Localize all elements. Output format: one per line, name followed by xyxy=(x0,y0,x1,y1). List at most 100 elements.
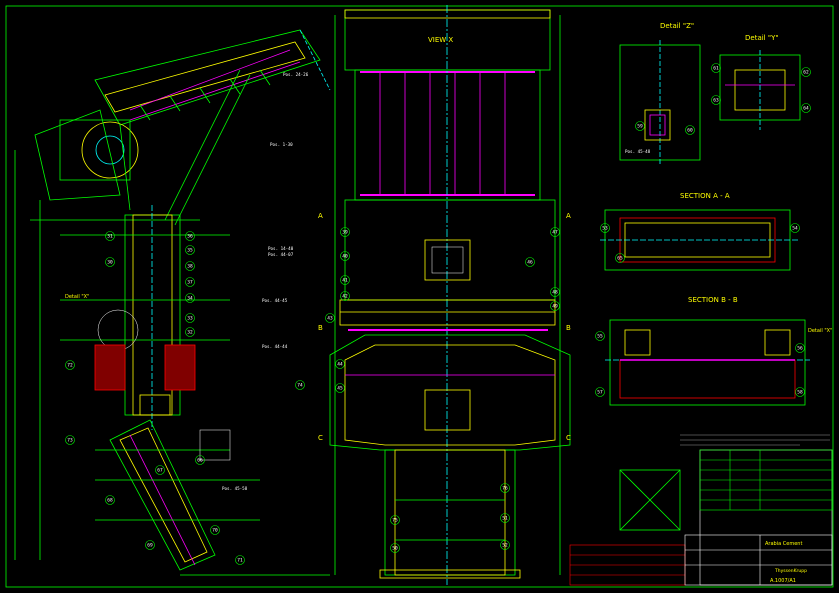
title-detail-x-right: Detail "X" xyxy=(808,328,832,334)
callout-bubble-circle xyxy=(105,495,115,505)
callout-bubble-number: 74 xyxy=(297,383,303,389)
callout-bubble-circle xyxy=(340,291,350,301)
callout-bubble-number: 72 xyxy=(67,363,73,369)
callout-bubble-circle xyxy=(185,231,195,241)
callout-bubble-number: 50 xyxy=(392,546,398,552)
callout-bubble-number: 43 xyxy=(327,316,333,322)
callout-bubble-number: 40 xyxy=(342,254,348,260)
callout-bubble-number: 49 xyxy=(552,304,558,310)
callout-bubble-number: 60 xyxy=(687,128,693,134)
callout-bubble-circle xyxy=(711,63,721,73)
callout-bubble-circle xyxy=(105,257,115,267)
tb-company: ThyssenKrupp xyxy=(774,568,807,574)
callout-bubble-circle xyxy=(550,301,560,311)
callout-bubble-number: 70 xyxy=(212,528,218,534)
callout-bubble-number: 30 xyxy=(107,260,113,266)
callout-bubble-number: 36 xyxy=(187,234,193,240)
callout-bubble-number: 32 xyxy=(187,330,193,336)
notes-block xyxy=(680,434,830,446)
callout-bubble-circle xyxy=(615,253,625,263)
tb-drawing-no: A.1007/A1 xyxy=(770,578,796,584)
drawing-border xyxy=(5,5,834,588)
callout-bubble-circle xyxy=(500,513,510,523)
callout-bubble-number: 48 xyxy=(552,290,558,296)
callout-bubble-circle xyxy=(595,331,605,341)
callout-bubble-number: 59 xyxy=(637,124,643,130)
callout-bubble-circle xyxy=(105,231,115,241)
section-mark-b-left: B xyxy=(318,324,323,332)
pos-label-0: Pos. 24-26 xyxy=(283,72,309,77)
callout-bubble-number: 51 xyxy=(502,516,508,522)
title-view-x: VIEW X xyxy=(428,36,453,44)
main-hopper xyxy=(329,5,571,585)
title-detail-z: Detail "Z" xyxy=(660,22,694,30)
callout-bubble-circle xyxy=(550,227,560,237)
callout-bubble-number: 42 xyxy=(342,294,348,300)
callout-bubble-number: 57 xyxy=(597,390,603,396)
callout-bubble-number: 71 xyxy=(237,558,243,564)
callout-bubble-circle xyxy=(155,465,165,475)
callout-bubble-number: 39 xyxy=(342,230,348,236)
tb-project: Arabia Cement xyxy=(765,541,802,547)
callout-bubble-circle xyxy=(65,435,75,445)
callout-bubble-circle xyxy=(185,313,195,323)
callout-bubble-number: 41 xyxy=(342,278,348,284)
callout-bubble-circle xyxy=(340,275,350,285)
pos-label-3: Pos. 44-07 xyxy=(268,252,294,257)
callout-bubble-number: 62 xyxy=(803,70,809,76)
pos-label-4: Pos. 44-45 xyxy=(262,298,288,303)
title-block xyxy=(569,449,833,586)
callout-bubble-circle xyxy=(295,380,305,390)
lower-chute xyxy=(95,419,330,576)
callout-bubble-circle xyxy=(210,525,220,535)
callout-bubble-circle xyxy=(340,227,350,237)
title-section-aa: SECTION A - A xyxy=(680,192,730,200)
callout-bubble-circle xyxy=(685,125,695,135)
pos-label-6: Pos. 45-58 xyxy=(222,486,248,491)
callout-bubble-number: 54 xyxy=(792,226,798,232)
callout-bubble-number: 45 xyxy=(337,386,343,392)
callout-bubble-circle xyxy=(801,67,811,77)
pos-label-5: Pos. 44-44 xyxy=(262,344,288,349)
callout-bubble-number: 75 xyxy=(392,518,398,524)
section-bb xyxy=(605,319,810,406)
callout-bubble-circle xyxy=(525,257,535,267)
callout-bubble-circle xyxy=(550,287,560,297)
callout-bubble-circle xyxy=(185,245,195,255)
callout-bubble-number: 66 xyxy=(197,458,203,464)
callout-bubble-circle xyxy=(390,543,400,553)
callout-bubble-circle xyxy=(801,103,811,113)
callout-bubble-circle xyxy=(500,540,510,550)
callout-bubble-number: 31 xyxy=(107,234,113,240)
callout-bubble-circle xyxy=(325,313,335,323)
detail-z-y xyxy=(619,40,801,165)
callout-bubble-number: 61 xyxy=(713,66,719,72)
callout-bubble-circle xyxy=(795,387,805,397)
section-aa xyxy=(600,209,800,271)
title-detail-y: Detail "Y" xyxy=(745,34,779,42)
callout-bubble-number: 64 xyxy=(803,106,809,112)
callout-bubble-number: 65 xyxy=(617,256,623,262)
callout-bubble-number: 34 xyxy=(187,296,193,302)
callout-bubble-number: 67 xyxy=(157,468,163,474)
callout-bubble-number: 73 xyxy=(67,438,73,444)
left-column xyxy=(14,150,230,560)
callout-bubble-number: 47 xyxy=(552,230,558,236)
callout-bubble-circle xyxy=(390,515,400,525)
pos-label-2: Pos. 14-40 xyxy=(268,246,294,251)
callout-bubble-number: 44 xyxy=(337,362,343,368)
callout-bubble-circle xyxy=(711,95,721,105)
pos-label-1: Pos. 1-30 xyxy=(270,142,293,147)
callout-bubble-circle xyxy=(335,383,345,393)
callout-bubble-number: 52 xyxy=(502,543,508,549)
callout-bubble-circle xyxy=(195,455,205,465)
callout-bubble-number: 56 xyxy=(797,346,803,352)
section-mark-b-right: B xyxy=(566,324,571,332)
inclined-chute xyxy=(30,29,331,226)
callout-bubble-number: 38 xyxy=(187,264,193,270)
callout-bubble-circle xyxy=(185,293,195,303)
callout-bubble-number: 55 xyxy=(597,334,603,340)
callout-bubble-circle xyxy=(635,121,645,131)
callout-bubble-circle xyxy=(185,327,195,337)
callout-bubble-circle xyxy=(340,251,350,261)
